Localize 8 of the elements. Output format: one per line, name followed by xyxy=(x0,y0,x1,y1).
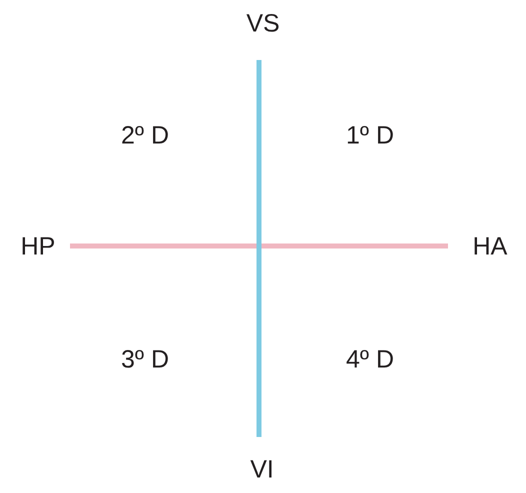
plane-label: 1º D xyxy=(346,124,394,148)
plane-label: VS xyxy=(246,12,280,36)
plane-label: 4º D xyxy=(346,348,394,372)
plane-label: HP xyxy=(20,234,56,260)
plane-label: HA xyxy=(472,234,508,260)
plane-label: 2º D xyxy=(120,124,170,148)
plane-label: 3º D xyxy=(120,348,170,372)
plane-label: VI xyxy=(250,458,274,482)
